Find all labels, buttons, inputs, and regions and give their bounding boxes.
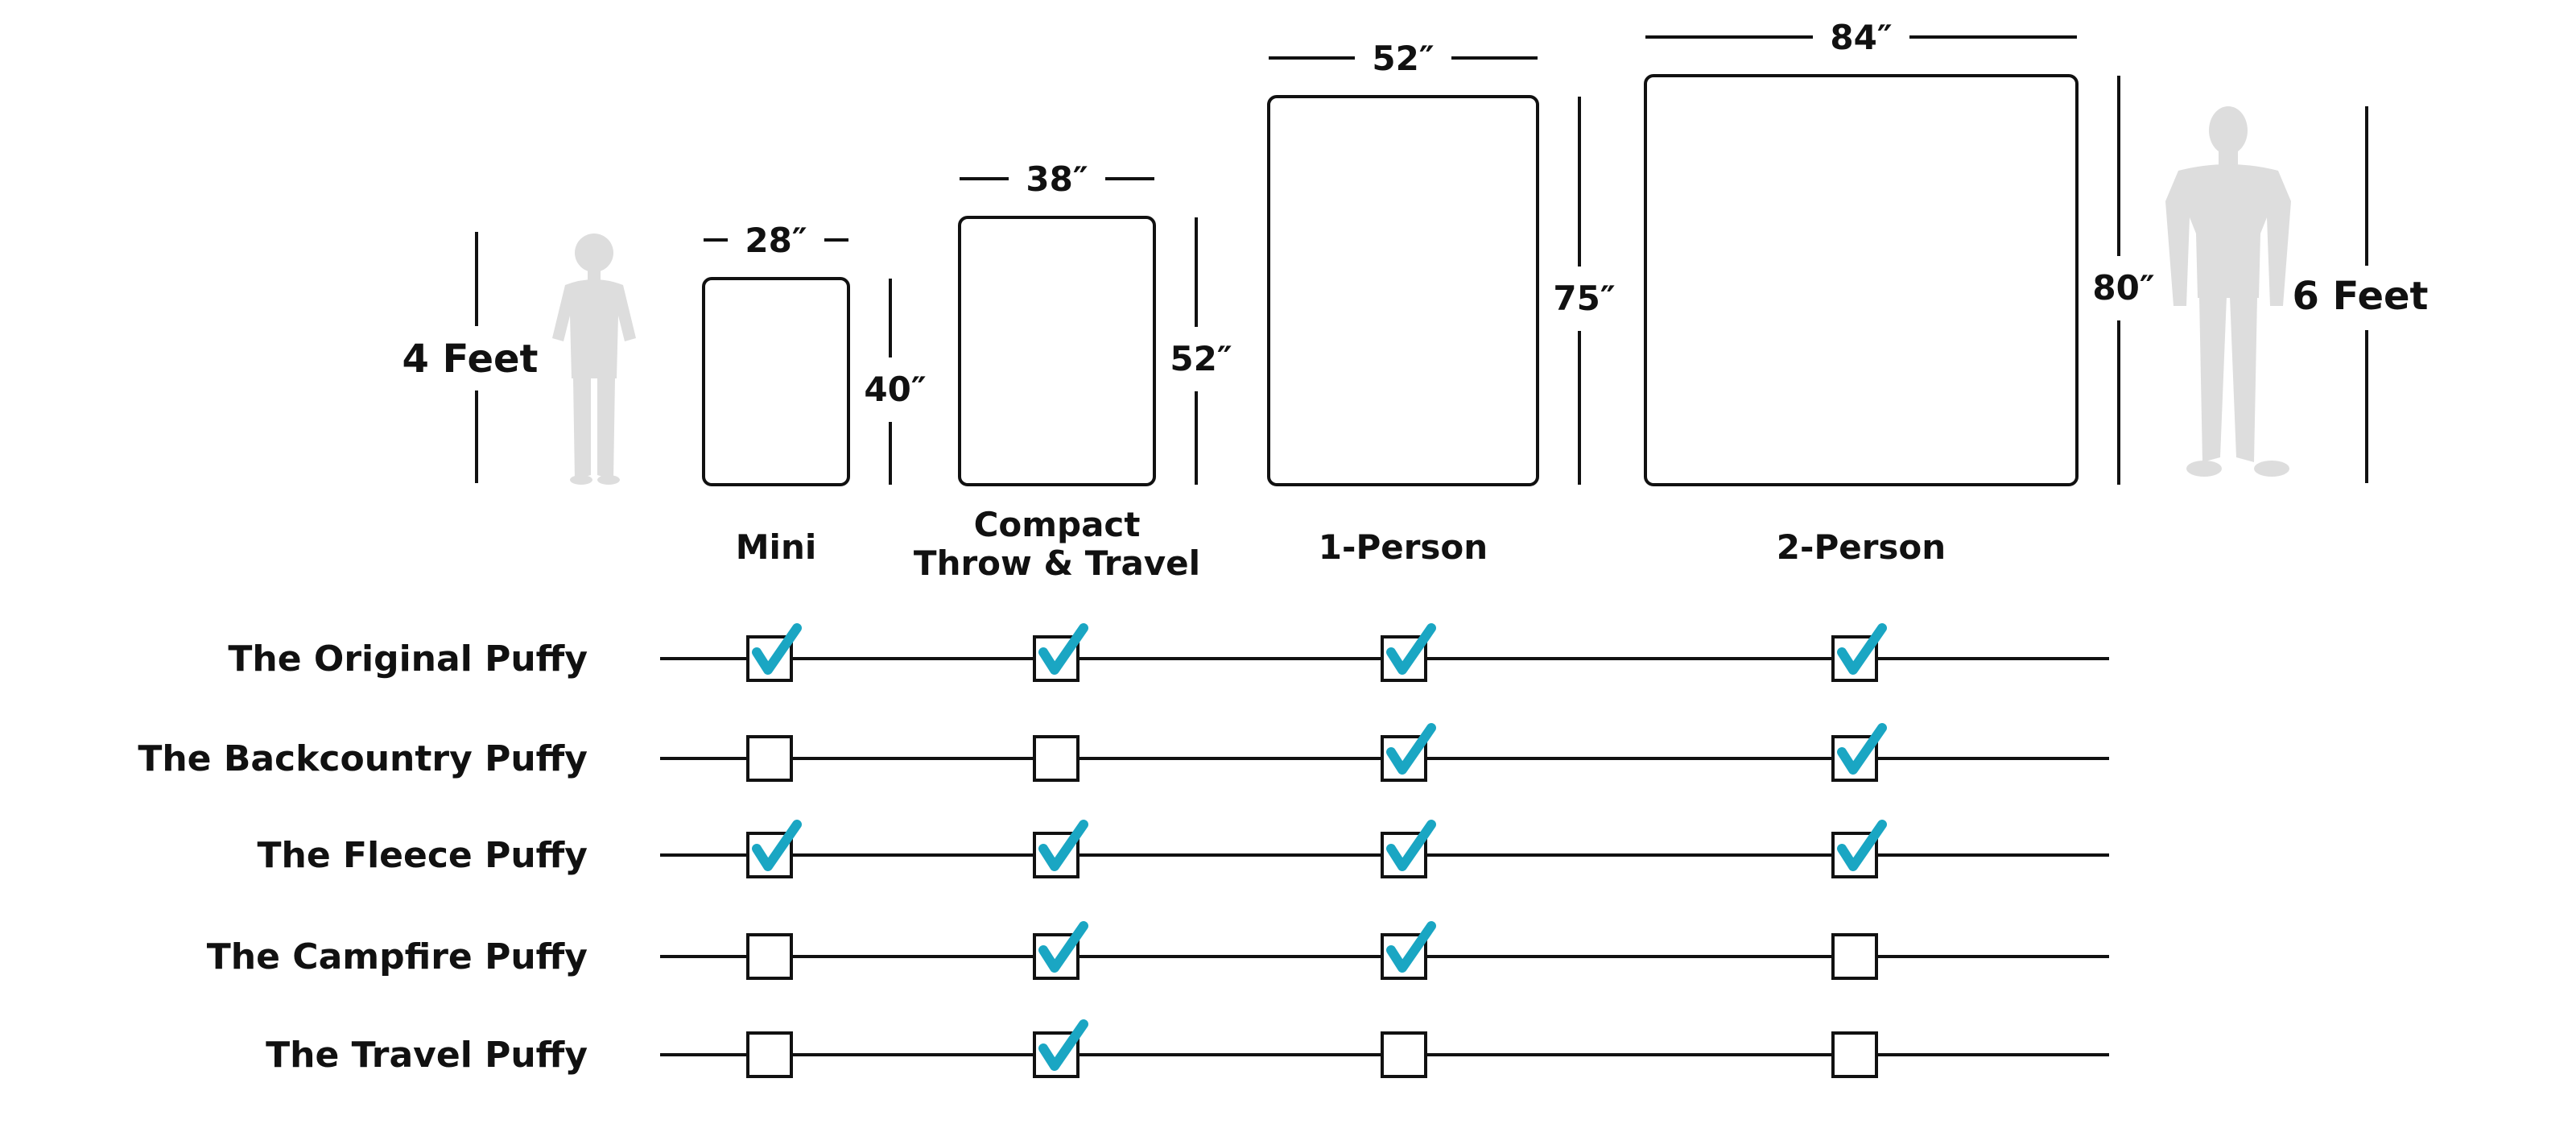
- check-icon: [752, 820, 802, 871]
- availability-checkbox: [1033, 735, 1080, 782]
- check-icon: [1038, 921, 1088, 973]
- adult-height-label: 6 Feet: [2292, 274, 2428, 319]
- blanket-outline: [1644, 74, 2079, 486]
- blanket-outline: [958, 216, 1156, 486]
- size-name-label: 1-Person: [1319, 527, 1488, 567]
- blanket-outline: [702, 277, 850, 486]
- check-icon: [1837, 723, 1887, 775]
- product-row: The Campfire Puffy: [207, 921, 2109, 980]
- availability-checkbox: [746, 1031, 793, 1078]
- height-label: 52″: [1170, 339, 1232, 378]
- availability-checkbox: [1381, 1031, 1427, 1078]
- product-row: The Backcountry Puffy: [138, 723, 2109, 782]
- size-name-label: Mini: [736, 527, 817, 567]
- adult-figure: 6 Feet: [2165, 106, 2429, 483]
- blanket-size-4: 84″ 80″ 2-Person: [1644, 18, 2155, 567]
- product-name: The Campfire Puffy: [207, 936, 588, 977]
- width-label: 52″: [1372, 39, 1434, 78]
- availability-checkbox: [1831, 933, 1878, 980]
- check-icon: [1038, 623, 1088, 675]
- product-name: The Backcountry Puffy: [138, 738, 588, 779]
- adult-silhouette-icon: [2165, 106, 2291, 477]
- size-name-label: 2-Person: [1777, 527, 1946, 567]
- availability-checkbox: [1831, 1031, 1878, 1078]
- availability-checkbox: [746, 933, 793, 980]
- product-name: The Travel Puffy: [266, 1035, 588, 1076]
- check-icon: [1837, 820, 1887, 871]
- check-icon: [1386, 921, 1436, 973]
- product-name: The Original Puffy: [228, 638, 588, 680]
- child-figure: 4 Feet: [402, 232, 636, 485]
- product-row: The Original Puffy: [228, 623, 2109, 682]
- width-label: 38″: [1026, 159, 1088, 199]
- product-name: The Fleece Puffy: [258, 835, 588, 876]
- blanket-size-3: 52″ 75″ 1-Person: [1267, 39, 1616, 567]
- check-icon: [1386, 820, 1436, 871]
- child-height-label: 4 Feet: [402, 337, 538, 382]
- check-icon: [1386, 623, 1436, 675]
- height-label: 75″: [1553, 279, 1615, 318]
- check-icon: [1038, 1019, 1088, 1071]
- child-silhouette-icon: [552, 233, 636, 485]
- blanket-outline: [1267, 95, 1539, 486]
- width-label: 84″: [1830, 18, 1892, 57]
- height-label: 40″: [864, 370, 926, 409]
- product-row: The Fleece Puffy: [258, 820, 2109, 878]
- check-icon: [1386, 723, 1436, 775]
- availability-checkbox: [746, 735, 793, 782]
- height-label: 80″: [2092, 268, 2154, 308]
- check-icon: [1038, 820, 1088, 871]
- check-icon: [1837, 623, 1887, 675]
- product-row: The Travel Puffy: [266, 1019, 2109, 1078]
- check-icon: [752, 623, 802, 675]
- width-label: 28″: [745, 221, 807, 260]
- blanket-size-1: 28″ 40″ Mini: [702, 221, 927, 567]
- size-name-label: Compact: [974, 505, 1141, 544]
- size-name-label: Throw & Travel: [914, 543, 1200, 583]
